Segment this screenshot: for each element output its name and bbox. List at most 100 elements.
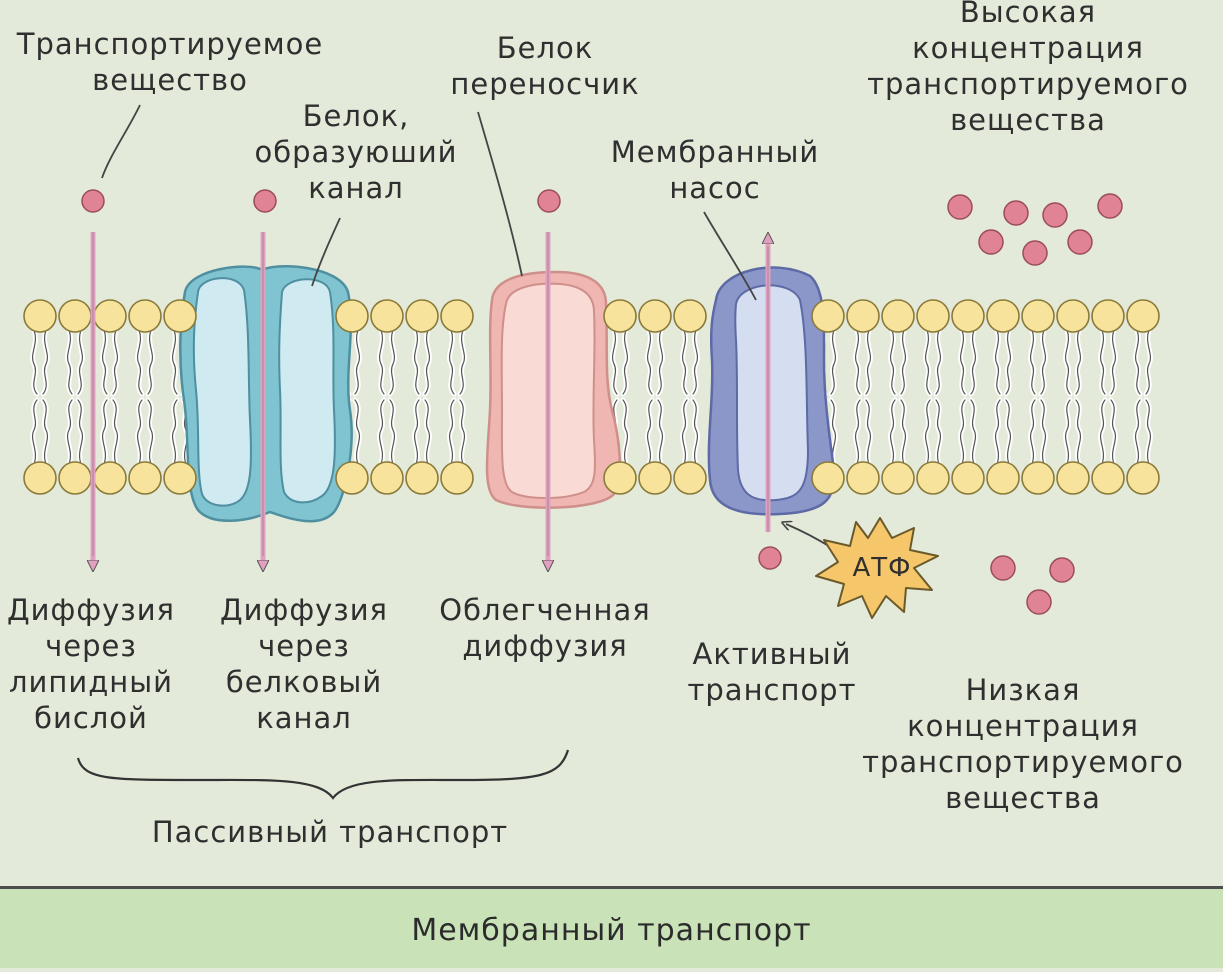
lipid-tail-outline bbox=[935, 399, 942, 465]
lipid-tail-outline bbox=[865, 399, 872, 465]
lipid-tail-outline bbox=[1005, 399, 1012, 465]
lipid-tail-outline bbox=[147, 329, 154, 395]
lipid-tail-outline bbox=[865, 329, 872, 395]
carrier-protein bbox=[485, 270, 622, 509]
lipid-tail-outline bbox=[830, 329, 837, 395]
lipid-tail-outline bbox=[681, 329, 688, 395]
lipid-tail-outline bbox=[101, 399, 108, 465]
molecule bbox=[1003, 200, 1029, 226]
lipid-heads bbox=[23, 299, 1160, 495]
lipid-tail-outline bbox=[1145, 399, 1152, 465]
lipid-tail-outline bbox=[389, 329, 396, 395]
lipid-head bbox=[58, 461, 92, 495]
lipid-tail-outline bbox=[459, 399, 466, 465]
lipid-head bbox=[846, 299, 880, 333]
lipid-tail-outline bbox=[1110, 399, 1117, 465]
lipid-tail-outline bbox=[959, 399, 966, 465]
lipid-tail-outline bbox=[1075, 329, 1082, 395]
lipid-tail-outline bbox=[889, 399, 896, 465]
lipid-tail-outline bbox=[1005, 329, 1012, 395]
lipid-tail-outline bbox=[657, 399, 664, 465]
footer-bar: Мембранный транспорт bbox=[0, 886, 1223, 968]
molecule bbox=[1022, 240, 1048, 266]
leader-substance bbox=[101, 104, 141, 179]
lipid-head bbox=[440, 461, 474, 495]
lipid-head bbox=[811, 299, 845, 333]
lipid-tail-outline bbox=[1075, 399, 1082, 465]
lipid-head bbox=[811, 461, 845, 495]
molecule bbox=[1026, 589, 1052, 615]
lipid-tail-outline bbox=[1134, 329, 1141, 395]
lipid-tail-outline bbox=[66, 399, 73, 465]
transport-arrows bbox=[93, 232, 768, 566]
lipid-tail-outline bbox=[1099, 329, 1106, 395]
molecule bbox=[1067, 229, 1093, 255]
molecule bbox=[253, 189, 277, 213]
lipid-tail-outline bbox=[378, 329, 385, 395]
lipid-head bbox=[846, 461, 880, 495]
lipid-tail-outline bbox=[1029, 329, 1036, 395]
lipid-head bbox=[603, 461, 637, 495]
lipid-tail-outline bbox=[42, 329, 49, 395]
lipid-tail-outline bbox=[459, 329, 466, 395]
lipid-head bbox=[1126, 299, 1160, 333]
lipid-head bbox=[163, 461, 197, 495]
lipid-tail-outline bbox=[448, 329, 455, 395]
lipid-tail-outline bbox=[681, 399, 688, 465]
lipid-tail-outline bbox=[77, 329, 84, 395]
lipid-head bbox=[951, 461, 985, 495]
lipid-tail-outline bbox=[389, 399, 396, 465]
lipid-head bbox=[951, 299, 985, 333]
atp-star-shape bbox=[815, 517, 939, 619]
lipid-tail-outline bbox=[112, 329, 119, 395]
lipid-head bbox=[23, 461, 57, 495]
lipid-head bbox=[370, 461, 404, 495]
lipid-head bbox=[916, 461, 950, 495]
lipid-tail-outline bbox=[1029, 399, 1036, 465]
lipid-tail-outline bbox=[611, 329, 618, 395]
leader-channel-protein bbox=[311, 217, 341, 287]
leader-carrier-protein bbox=[477, 111, 523, 277]
molecule bbox=[81, 189, 105, 213]
channel-subunit-left bbox=[192, 277, 252, 507]
lipid-tail-outline bbox=[854, 399, 861, 465]
lipid-head bbox=[916, 299, 950, 333]
lipid-head bbox=[335, 299, 369, 333]
molecule bbox=[537, 189, 561, 213]
lipid-tail-outline bbox=[646, 329, 653, 395]
lipid-tail-outline bbox=[970, 399, 977, 465]
lipid-head bbox=[1056, 299, 1090, 333]
lipid-head bbox=[405, 461, 439, 495]
lipid-tail-outline bbox=[136, 329, 143, 395]
lipid-tail-outline bbox=[1134, 399, 1141, 465]
lipid-tail-outline bbox=[136, 399, 143, 465]
lipid-tail-outline bbox=[147, 399, 154, 465]
lipid-tail-outline bbox=[622, 329, 629, 395]
lipid-head bbox=[405, 299, 439, 333]
lipid-tail-outline bbox=[171, 399, 178, 465]
lipid-tail-outline bbox=[1064, 399, 1071, 465]
lipid-tail-outline bbox=[1064, 329, 1071, 395]
lipid-tail-outline bbox=[424, 399, 431, 465]
passive-transport-brace bbox=[76, 749, 570, 800]
channel-subunit-right bbox=[278, 278, 336, 504]
lipid-tail-outline bbox=[692, 329, 699, 395]
lipid-tail-outline bbox=[924, 329, 931, 395]
lipid-head bbox=[1091, 461, 1125, 495]
lipid-head bbox=[1021, 461, 1055, 495]
lipid-tail-outline bbox=[354, 329, 361, 395]
lipid-tail-outline bbox=[112, 399, 119, 465]
lipid-tail-outline bbox=[413, 399, 420, 465]
lipid-tail-outline bbox=[378, 399, 385, 465]
lipid-head bbox=[58, 299, 92, 333]
leader-membrane-pump bbox=[703, 211, 757, 301]
lipid-tail-outline bbox=[424, 329, 431, 395]
footer-title: Мембранный транспорт bbox=[411, 913, 812, 948]
